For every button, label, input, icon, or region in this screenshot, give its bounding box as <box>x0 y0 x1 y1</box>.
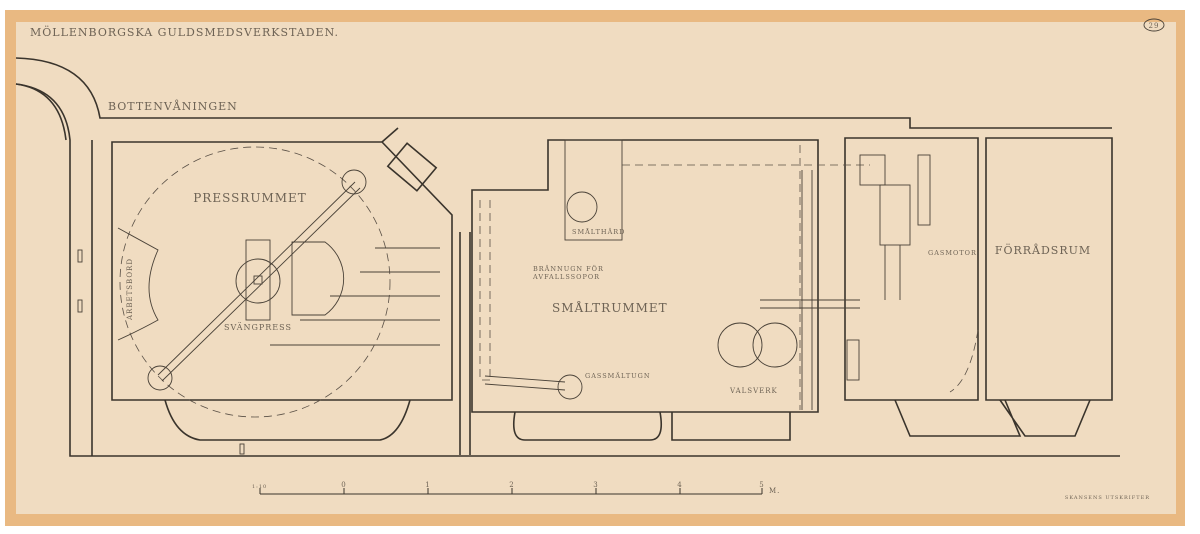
scale-bar: 1:10 0 1 2 3 4 5 M. <box>252 481 780 495</box>
svg-text:0: 0 <box>341 481 346 489</box>
floor-label: BOTTENVÅNINGEN <box>108 99 238 113</box>
arbetsbord <box>117 227 159 341</box>
smaltrum-fixtures <box>479 139 870 410</box>
svg-text:2: 2 <box>509 481 514 489</box>
paper <box>16 22 1176 514</box>
label-valsverk: VALSVERK <box>729 387 778 395</box>
svg-text:29: 29 <box>1149 22 1160 30</box>
walls <box>15 57 1120 457</box>
room-label-pressrummet: PRESSRUMMET <box>193 191 307 205</box>
label-svangpress: SVÄNGPRESS <box>224 323 292 332</box>
label-gassmaltugn: GASSMÄLTUGN <box>585 371 651 380</box>
svg-text:5: 5 <box>759 481 764 489</box>
label-gasmotor: GASMOTOR <box>928 249 977 257</box>
room-label-forradsrum: FÖRRÅDSRUM <box>995 243 1091 257</box>
drawing-title: MÖLLENBORGSKA GULDSMEDSVERKSTADEN. <box>30 25 339 39</box>
archive-stamp: SKANSENS UTSKRIFTER <box>1065 495 1150 501</box>
svg-text:1: 1 <box>425 481 430 489</box>
svg-text:M.: M. <box>769 487 780 495</box>
svangpress <box>119 146 440 418</box>
svg-text:3: 3 <box>593 481 598 489</box>
label-smalthard: SMÅLTHÄRD <box>572 227 625 236</box>
svg-text:1:10: 1:10 <box>252 484 267 490</box>
label-arbetsbord: ARBETSBORD <box>126 258 134 321</box>
sheet-number-stamp: 29 <box>1143 18 1165 32</box>
label-brannugn-2: AVFALLSSOPOR <box>532 273 600 281</box>
svg-text:4: 4 <box>677 481 682 489</box>
room-label-smaltrummet: SMÅLTRUMMET <box>552 300 668 315</box>
label-brannugn-1: BRÄNNUGN FÖR <box>533 264 604 273</box>
gasmotor <box>846 154 979 393</box>
